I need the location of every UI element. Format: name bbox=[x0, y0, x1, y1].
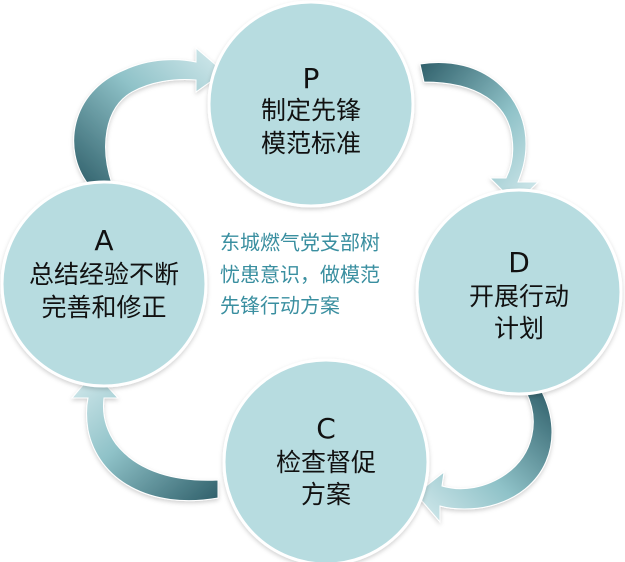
node-p-line-1: 制定先锋 bbox=[261, 96, 361, 125]
arrow-c-to-a bbox=[70, 371, 219, 502]
arrow-a-to-p bbox=[73, 46, 225, 185]
node-d-line-1: 开展行动 bbox=[469, 282, 569, 311]
node-a-line-2: 完善和修正 bbox=[41, 293, 166, 322]
center-text-line-2: 忧患意识，做模范 bbox=[220, 263, 380, 287]
node-a: A 总结经验不断 完善和修正 bbox=[0, 180, 208, 388]
center-text-line-3: 先锋行动方案 bbox=[220, 294, 340, 318]
center-text: 东城燃气党支部树 忧患意识，做模范 先锋行动方案 bbox=[220, 231, 380, 318]
node-c-letter: C bbox=[316, 412, 336, 445]
node-c: C 检查督促 方案 bbox=[222, 358, 430, 562]
node-d-letter: D bbox=[508, 246, 530, 279]
node-p-line-2: 模范标准 bbox=[261, 129, 361, 158]
node-d: D 开展行动 计划 bbox=[415, 188, 623, 396]
node-a-line-1: 总结经验不断 bbox=[29, 260, 179, 289]
node-p-letter: P bbox=[303, 62, 320, 95]
node-a-letter: A bbox=[94, 224, 113, 257]
node-d-line-2: 计划 bbox=[494, 314, 544, 343]
node-p: P 制定先锋 模范标准 bbox=[207, 0, 415, 208]
arrow-d-to-c bbox=[415, 391, 553, 524]
node-c-line-2: 方案 bbox=[301, 480, 351, 509]
arrow-p-to-d bbox=[419, 62, 540, 205]
node-c-line-1: 检查督促 bbox=[276, 448, 376, 477]
center-text-line-1: 东城燃气党支部树 bbox=[220, 231, 380, 255]
